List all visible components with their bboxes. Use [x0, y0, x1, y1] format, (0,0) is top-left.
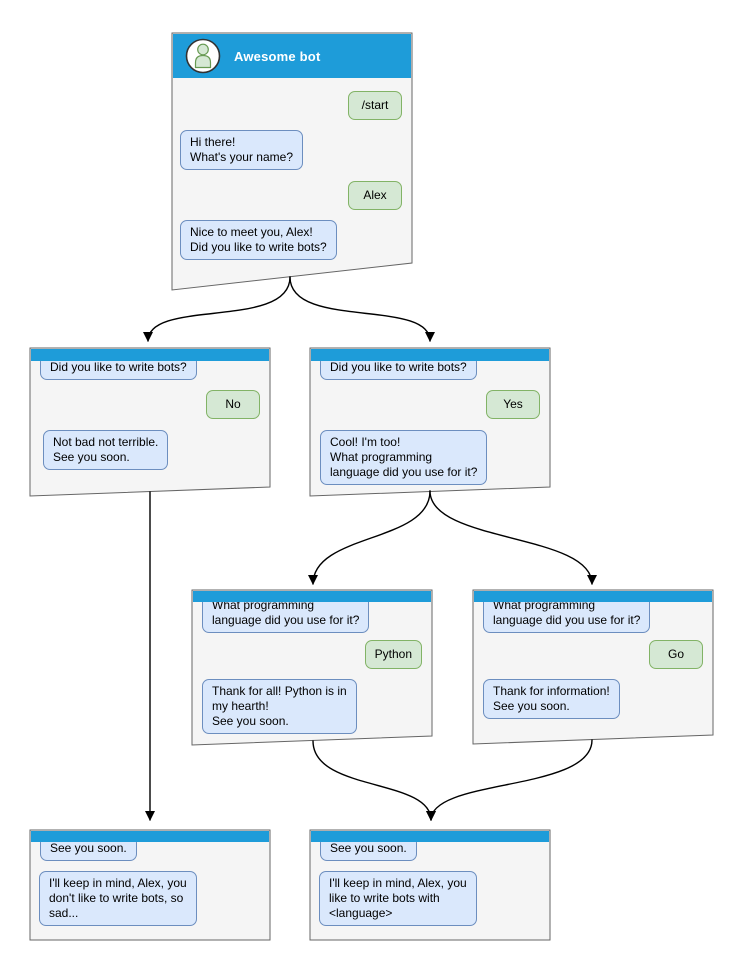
window-python-branch-titlebar	[193, 591, 431, 602]
window-go-branch-titlebar	[474, 591, 712, 602]
user-message-bubble: Alex	[348, 181, 402, 210]
bot-message-bubble: Not bad not terrible. See you soon.	[43, 430, 169, 470]
user-message-bubble: Go	[649, 640, 703, 669]
bot-message-bubble: I'll keep in mind, Alex, you like to wri…	[319, 871, 477, 926]
window-yes-branch-titlebar	[311, 349, 549, 361]
bot-message-bubble: Cool! I'm too! What programming language…	[320, 430, 488, 485]
connector-go-to-end	[426, 739, 593, 821]
user-message-bubble: Yes	[486, 390, 540, 419]
bot-message-bubble: Hi there! What's your name?	[180, 130, 304, 170]
connector-yes-to-go	[429, 490, 597, 585]
bot-message-bubble: I'll keep in mind, Alex, you don't like …	[39, 871, 197, 926]
bot-message-bubble: Thank for information! See you soon.	[483, 679, 620, 719]
user-message-bubble: /start	[348, 91, 402, 120]
window-end-yes-titlebar	[311, 831, 549, 842]
window-no-branch-titlebar	[31, 349, 269, 361]
connector-start-to-no	[143, 276, 291, 342]
connector-yes-to-python	[308, 490, 431, 585]
bot-title: Awesome bot	[234, 48, 321, 64]
user-message-bubble: Python	[364, 640, 422, 669]
window-main-titlebar: Awesome bot	[173, 34, 411, 78]
bot-message-bubble: Nice to meet you, Alex! Did you like to …	[180, 220, 337, 260]
connector-start-to-yes	[289, 276, 435, 342]
connector-python-to-end	[312, 740, 436, 821]
user-message-bubble: No	[206, 390, 260, 419]
bot-avatar-icon	[185, 38, 221, 74]
bot-message-bubble: Thank for all! Python is in my hearth! S…	[202, 679, 357, 734]
window-end-no-titlebar	[31, 831, 269, 842]
